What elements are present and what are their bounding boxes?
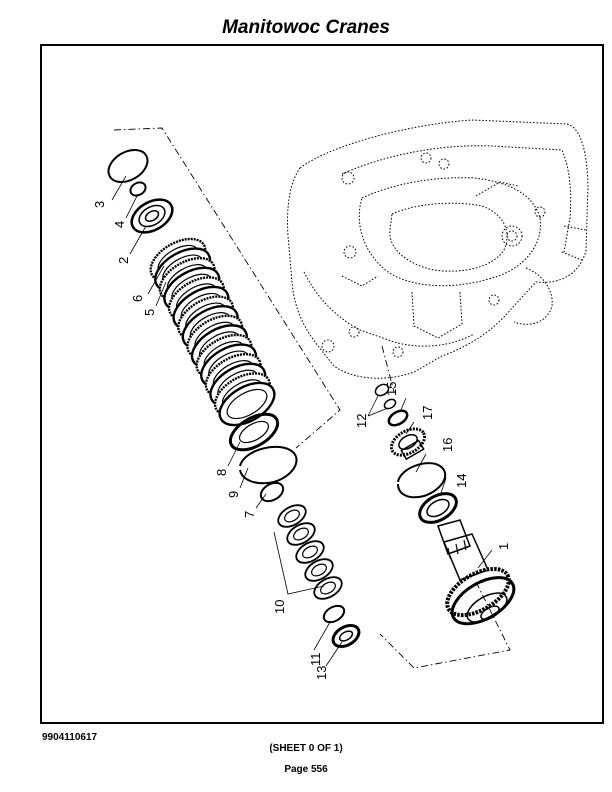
callout-2: 2 [116, 257, 131, 264]
part-16-retaining-ring [397, 462, 447, 499]
part-1-output-shaft [437, 519, 516, 626]
part-17-gear [389, 427, 427, 461]
document-number: 9904110617 [42, 732, 98, 743]
callout-14: 14 [454, 474, 469, 488]
part-8-piston [228, 412, 280, 452]
part-12-ring-b [383, 398, 397, 410]
housing-phantom [287, 119, 589, 379]
callout-13: 13 [314, 666, 329, 680]
sheet-label: (SHEET 0 OF 1) [269, 743, 343, 754]
callout-3: 3 [92, 201, 107, 208]
centerline-upper [381, 345, 395, 393]
part-7-ring [259, 481, 285, 503]
callout-11: 11 [308, 653, 323, 667]
washer-bore [284, 509, 300, 523]
clutch-plate-bore [226, 388, 268, 420]
callout-8: 8 [214, 469, 229, 476]
part-14-bearing [418, 492, 458, 524]
callout-9: 9 [226, 491, 241, 498]
part-12-ring-a [374, 383, 390, 397]
part-13-bearing-cup [331, 624, 361, 648]
left-assembly-envelope [113, 127, 341, 449]
part-9-retaining-ring [239, 445, 298, 485]
part-8-piston-inner [238, 420, 270, 444]
washer-bore [302, 545, 318, 559]
callout-15: 15 [384, 382, 399, 396]
page-number: Page 556 [284, 764, 328, 775]
callout-labels: 1 2 3 4 5 6 7 8 9 10 11 12 13 14 15 16 1… [92, 201, 511, 680]
part-3-snap-ring [107, 148, 149, 184]
page-title: Manitowoc Cranes [222, 17, 390, 38]
part-15-ring [387, 409, 409, 427]
part-10-bracket [273, 531, 325, 595]
diagram-frame: 1 2 3 4 5 6 7 8 9 10 11 12 13 14 15 16 1… [40, 44, 604, 724]
callout-4: 4 [112, 221, 127, 228]
callout-16: 16 [440, 438, 455, 452]
part-11-ring [322, 604, 346, 624]
washer-bore [320, 581, 336, 595]
callout-10: 10 [272, 600, 287, 614]
callout-5: 5 [142, 309, 157, 316]
part-2-bearing [130, 198, 174, 234]
exploded-parts-diagram: 1 2 3 4 5 6 7 8 9 10 11 12 13 14 15 16 1… [92, 119, 589, 680]
washer-bore [311, 563, 327, 577]
part-4-ring [129, 181, 147, 197]
callout-12: 12 [354, 414, 369, 428]
callout-6: 6 [130, 295, 145, 302]
leader-lines [111, 175, 493, 667]
part-10-washer-stack [277, 504, 343, 600]
callout-7: 7 [242, 511, 257, 518]
callout-17: 17 [420, 406, 435, 420]
callout-1: 1 [496, 543, 511, 550]
part-5-6-clutch-plate-stack [149, 237, 276, 427]
washer-bore [293, 527, 309, 541]
